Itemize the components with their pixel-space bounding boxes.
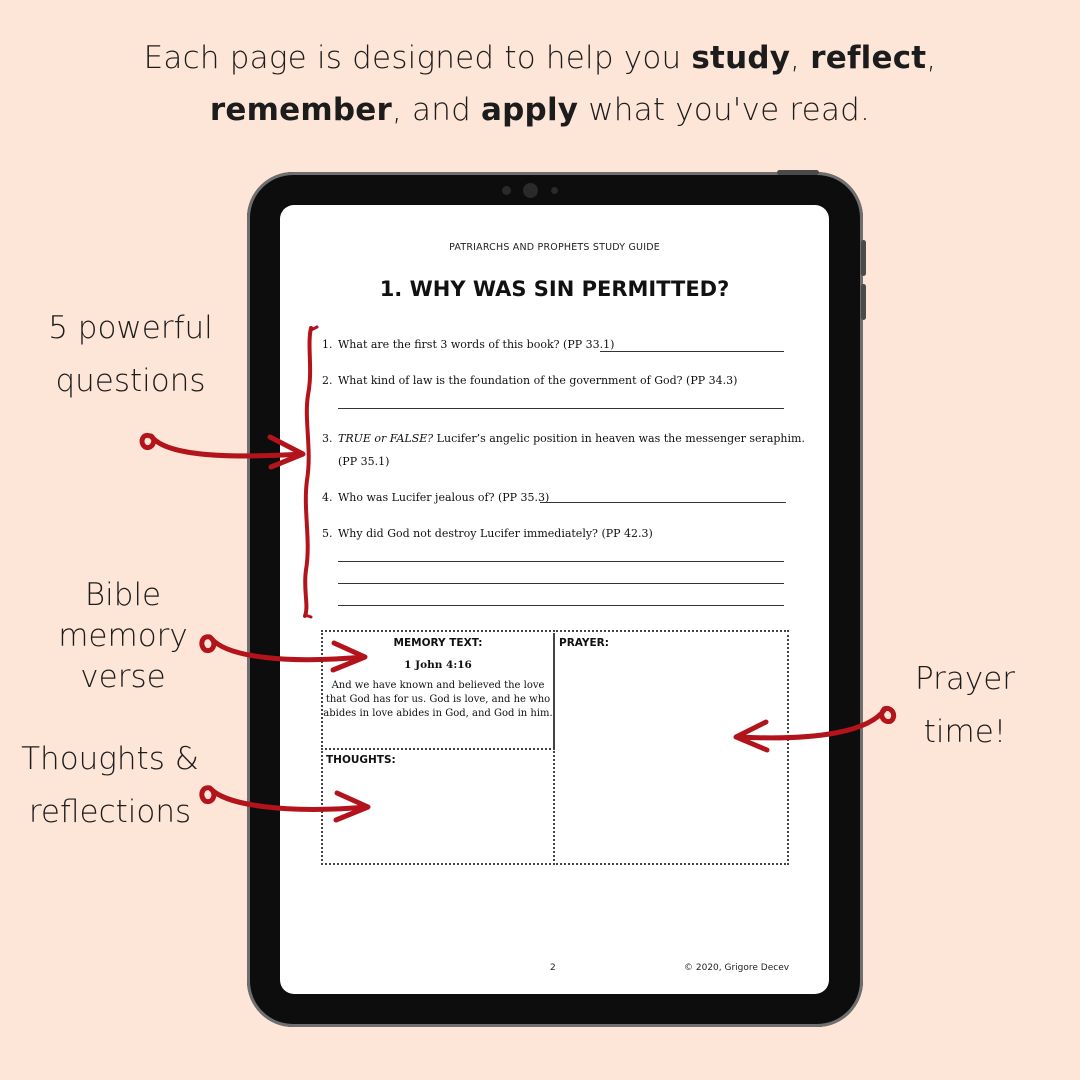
question-1: 1. What are the first 3 words of this boo… <box>322 338 614 351</box>
bracket-bottom-tick <box>303 613 313 619</box>
callout-line: 5 powerful <box>48 310 213 346</box>
question-text: What kind of law is the foundation of th… <box>338 374 738 387</box>
volume-up-button <box>861 240 866 276</box>
callout-line: reflections <box>28 794 192 830</box>
arrow-memory-shaft <box>199 634 367 663</box>
answer-line[interactable] <box>338 408 784 409</box>
question-3: 3. TRUE or FALSE? Lucifer’s angelic posit… <box>322 432 805 445</box>
arrow-memory-head <box>330 640 368 673</box>
callout-line: Prayer <box>914 661 1016 697</box>
bracket-line <box>303 326 313 618</box>
document-title: 1. WHY WAS SIN PERMITTED? <box>379 277 730 301</box>
prayer-box[interactable] <box>553 630 789 865</box>
answer-line[interactable] <box>338 605 784 606</box>
headline-text: , and <box>391 92 482 128</box>
callout-line: questions <box>55 363 206 399</box>
callout-prayer: Prayer time! <box>900 653 1030 759</box>
question-3-continued: (PP 35.1) <box>338 455 390 468</box>
headline-emphasis-reflect: reflect <box>810 40 927 76</box>
callout-line: Bible <box>84 577 162 613</box>
question-number: 5. <box>322 527 333 540</box>
headline-text: , <box>926 40 937 76</box>
question-number: 2. <box>322 374 333 387</box>
arrow-questions-shaft <box>139 432 305 459</box>
tablet-screen: PATRIARCHS AND PROPHETS STUDY GUIDE 1. W… <box>280 205 829 994</box>
callout-line: Thoughts & <box>21 741 199 777</box>
bracket-top-tick <box>309 325 319 332</box>
question-text: Lucifer’s angelic position in heaven was… <box>433 432 805 445</box>
thoughts-box[interactable] <box>321 748 555 865</box>
arrow-questions-head <box>267 434 306 470</box>
arrow-thoughts-head <box>333 790 371 823</box>
memory-verse-text: And we have known and believed the love … <box>321 679 555 721</box>
headline-emphasis-remember: remember <box>209 92 392 128</box>
question-text: Why did God not destroy Lucifer immediat… <box>338 527 653 540</box>
memory-verse-line: that God has for us. God is love, and he… <box>325 694 551 705</box>
memory-verse-reference: 1 John 4:16 <box>404 659 472 671</box>
headline-line-2: remember, and apply what you've read. <box>0 92 1080 128</box>
camera-icon <box>523 183 538 198</box>
power-button <box>777 170 819 175</box>
headline-line-1: Each page is designed to help you study,… <box>0 40 1080 76</box>
headline-text: Each page is designed to help you <box>143 40 692 76</box>
answer-line[interactable] <box>338 583 784 584</box>
prayer-label: PRAYER: <box>559 637 609 649</box>
arrow-prayer-shaft <box>734 705 897 741</box>
arrow-thoughts-shaft <box>199 785 370 812</box>
question-text: Who was Lucifer jealous of? (PP 35.3) <box>338 491 550 504</box>
answer-line[interactable] <box>600 351 784 352</box>
sensor-icon <box>502 186 511 195</box>
callout-line: time! <box>923 714 1007 750</box>
callout-memory: Bible memory verse <box>38 575 208 698</box>
headline-emphasis-apply: apply <box>481 92 579 128</box>
headline-text: what you've read. <box>578 92 871 128</box>
copyright-notice: © 2020, Grigore Decev <box>684 963 790 973</box>
callout-questions: 5 powerful questions <box>38 302 223 408</box>
memory-verse-line: abides in love abides in God, and God in… <box>323 708 553 719</box>
question-2: 2. What kind of law is the foundation of … <box>322 374 737 387</box>
thoughts-label: THOUGHTS: <box>326 754 396 766</box>
volume-down-button <box>861 284 866 320</box>
light-sensor-icon <box>551 187 558 194</box>
callout-thoughts: Thoughts & reflections <box>15 733 205 839</box>
arrow-prayer-head <box>733 719 770 753</box>
memory-verse-line: And we have known and believed the love <box>331 680 545 691</box>
headline-emphasis-study: study <box>691 40 791 76</box>
question-number: 1. <box>322 338 333 351</box>
answer-line[interactable] <box>338 561 784 562</box>
question-number: 4. <box>322 491 333 504</box>
question-italic: TRUE or FALSE? <box>338 432 434 445</box>
document-header: PATRIARCHS AND PROPHETS STUDY GUIDE <box>449 242 660 253</box>
callout-line: verse <box>80 659 166 695</box>
page-number: 2 <box>550 963 556 973</box>
question-4: 4. Who was Lucifer jealous of? (PP 35.3) <box>322 491 549 504</box>
question-text: What are the first 3 words of this book?… <box>338 338 615 351</box>
memory-text-label: MEMORY TEXT: <box>393 637 483 649</box>
question-5: 5. Why did God not destroy Lucifer immedi… <box>322 527 653 540</box>
callout-line: memory <box>58 618 188 654</box>
question-number: 3. <box>322 432 333 445</box>
headline-text: , <box>790 40 811 76</box>
answer-line[interactable] <box>540 502 786 503</box>
